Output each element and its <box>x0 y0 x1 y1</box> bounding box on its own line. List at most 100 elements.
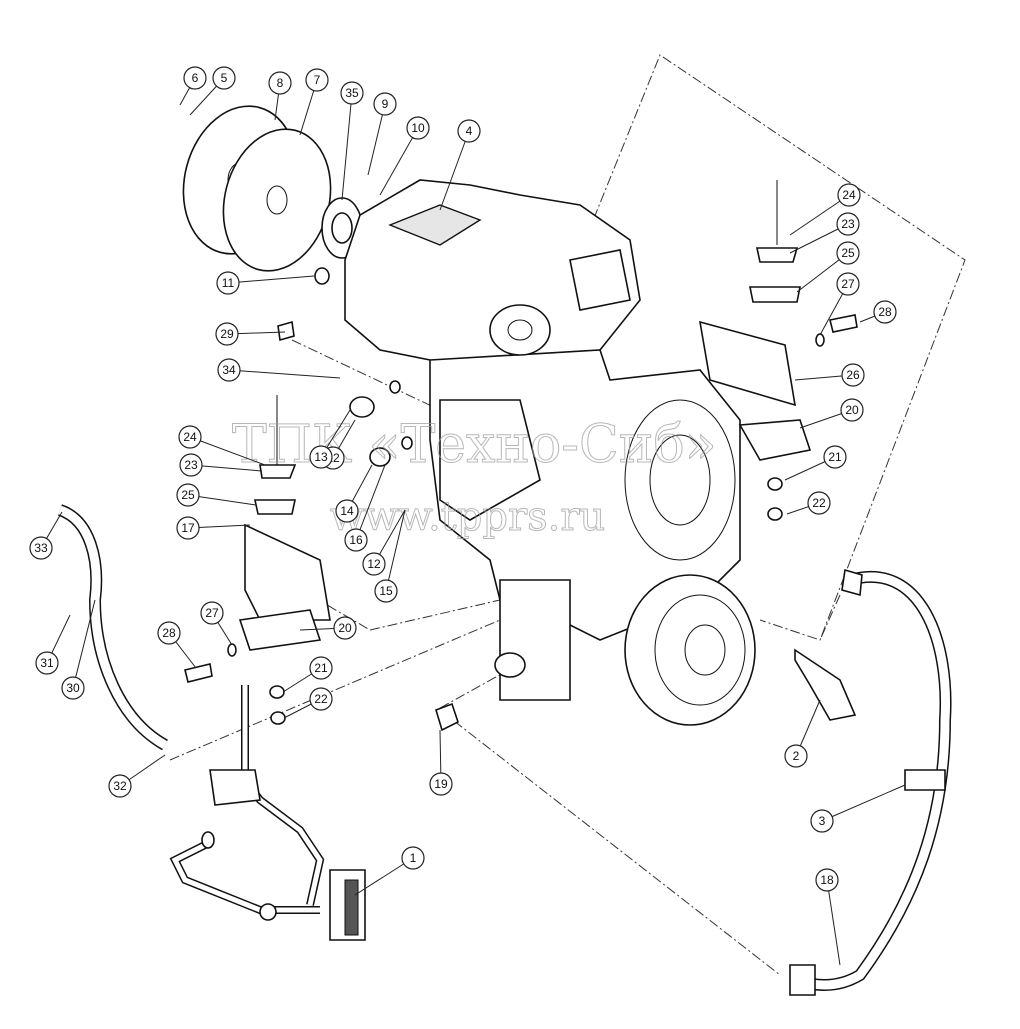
callout-number-30: 30 <box>66 681 80 695</box>
callout-leader-35 <box>341 92 353 201</box>
callout-number-20: 20 <box>845 403 859 417</box>
callout-circle-35 <box>340 81 364 105</box>
callout-circle-16 <box>344 528 368 552</box>
callout-number-2: 2 <box>793 749 800 763</box>
callout-leader-4 <box>439 130 470 211</box>
callout-number-21: 21 <box>828 450 842 464</box>
callout-circle-28 <box>873 300 897 324</box>
hoses <box>57 504 952 996</box>
callout-number-24: 24 <box>183 430 197 444</box>
callout-number-21: 21 <box>314 661 328 675</box>
callout-circle-23 <box>836 212 860 236</box>
callout-circle-27 <box>836 272 860 296</box>
callout-circle-6 <box>183 66 207 90</box>
callout-circle-34 <box>217 358 241 382</box>
callout-circle-33 <box>29 536 53 560</box>
callout-circle-28 <box>157 621 181 645</box>
callout-number-28: 28 <box>162 626 176 640</box>
callout-circle-23 <box>179 453 203 477</box>
callout-number-27: 27 <box>205 606 219 620</box>
callout-circle-25 <box>176 483 200 507</box>
callout-circle-26 <box>841 363 865 387</box>
callout-leader-34 <box>228 369 341 379</box>
callout-circle-20 <box>840 398 864 422</box>
callout-number-12: 12 <box>367 557 381 571</box>
callout-leader-30 <box>72 599 96 689</box>
callout-number-1: 1 <box>410 851 417 865</box>
callout-number-31: 31 <box>40 656 54 670</box>
callout-circle-3 <box>810 809 834 833</box>
callout-number-28: 28 <box>878 305 892 319</box>
callout-number-26: 26 <box>846 368 860 382</box>
callout-circle-32 <box>108 774 132 798</box>
fittings <box>277 267 526 732</box>
callout-number-15: 15 <box>379 584 393 598</box>
callout-circle-25 <box>836 241 860 265</box>
callout-circle-24 <box>837 183 861 207</box>
callout-circle-24 <box>178 425 202 449</box>
callout-number-29: 29 <box>220 327 234 341</box>
callout-number-17: 17 <box>181 521 195 535</box>
callout-leader-9 <box>367 103 386 176</box>
callout-circle-21 <box>823 445 847 469</box>
callout-leader-24 <box>789 194 850 236</box>
callout-number-4: 4 <box>466 124 473 138</box>
callout-leader-3 <box>821 784 906 822</box>
callout-number-22: 22 <box>314 692 328 706</box>
callout-number-32: 32 <box>113 779 127 793</box>
callout-number-3: 3 <box>819 814 826 828</box>
callout-circle-22 <box>309 687 333 711</box>
callout-number-23: 23 <box>184 458 198 472</box>
callout-circle-31 <box>35 651 59 675</box>
callout-number-7: 7 <box>314 73 321 87</box>
callout-number-33: 33 <box>34 541 48 555</box>
callout-leader-23 <box>190 464 263 472</box>
callout-circle-2 <box>784 744 808 768</box>
callout-number-14: 14 <box>340 504 354 518</box>
watermark-line2: www.tpprs.ru <box>330 494 605 540</box>
callout-circle-30 <box>61 676 85 700</box>
callout-leader-16 <box>355 464 386 541</box>
callout-number-6: 6 <box>192 71 199 85</box>
callout-number-11: 11 <box>222 276 235 290</box>
callout-leader-15 <box>385 509 406 592</box>
callout-leader-24 <box>189 436 266 466</box>
callout-circle-20 <box>333 616 357 640</box>
callout-number-8: 8 <box>277 76 284 90</box>
cooler-piping <box>169 685 366 941</box>
callout-circle-1 <box>401 846 425 870</box>
callout-leader-10 <box>379 127 419 196</box>
callout-circle-19 <box>429 772 453 796</box>
callout-circle-14 <box>335 499 359 523</box>
callout-number-19: 19 <box>434 777 448 791</box>
callout-number-20: 20 <box>338 621 352 635</box>
callout-number-10: 10 <box>411 121 425 135</box>
callout-circle-21 <box>309 656 333 680</box>
callout-number-35: 35 <box>345 86 359 100</box>
callout-number-22: 22 <box>812 496 826 510</box>
callout-circle-17 <box>176 516 200 540</box>
callout-circle-5 <box>212 66 236 90</box>
transmission-housing <box>344 179 756 726</box>
callout-number-13: 13 <box>314 450 328 464</box>
callout-circle-11 <box>216 271 240 295</box>
callout-circle-8 <box>268 71 292 95</box>
callout-leader-18 <box>826 879 841 966</box>
callout-circle-4 <box>457 119 481 143</box>
callout-circle-18 <box>815 868 839 892</box>
callout-circle-27 <box>200 601 224 625</box>
callout-leader-11 <box>227 275 315 284</box>
callout-number-27: 27 <box>841 277 855 291</box>
callout-number-16: 16 <box>349 533 363 547</box>
callout-circle-15 <box>374 579 398 603</box>
callout-circle-10 <box>406 116 430 140</box>
watermark: ТПК «Техно-Сиб» www.tpprs.ru <box>232 415 718 541</box>
callout-circle-29 <box>215 322 239 346</box>
callout-number-5: 5 <box>221 71 228 85</box>
callout-circle-7 <box>305 68 329 92</box>
callout-number-25: 25 <box>181 488 195 502</box>
right-mount-bracket <box>698 180 858 521</box>
callout-circle-13 <box>309 445 333 469</box>
callout-circle-22 <box>807 491 831 515</box>
